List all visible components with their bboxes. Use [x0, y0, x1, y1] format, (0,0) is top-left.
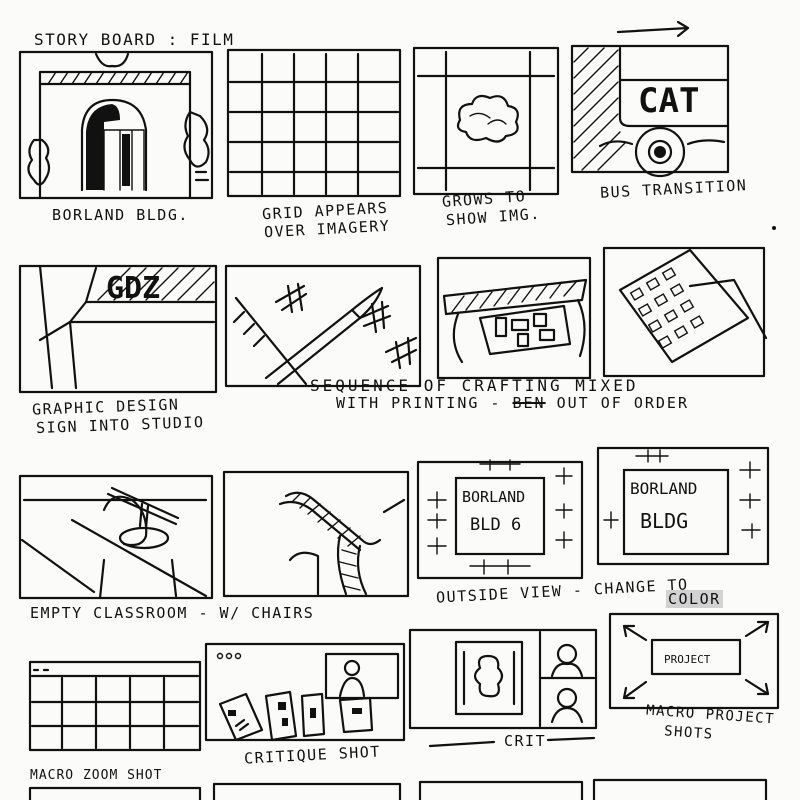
panel-bus-transition: CAT [570, 44, 730, 178]
caption-macro-zoom: MACRO ZOOM SHOT [30, 768, 163, 783]
panel-outside-view: BORLAND BLD 6 [416, 459, 584, 580]
building-sign-color-line2: BLDG [640, 509, 688, 533]
building-sign-color-line1: BORLAND [630, 479, 697, 498]
caption-sequence-line2: WITH PRINTING - ВЕN OUT OF ORDER [336, 394, 689, 413]
panel-outside-view-color: BORLAND BLDG [596, 446, 770, 566]
panel-printed-sheets [602, 246, 768, 378]
building-sign-line2: BLD 6 [470, 515, 521, 535]
panel-row5-partial [28, 778, 768, 800]
caption-empty-classroom: EMPTY CLASSROOM - W/ CHAIRS [30, 604, 315, 622]
caption-crit: CRIT [504, 732, 547, 750]
panel-critique-shot [204, 642, 406, 742]
panel-chair-closeup [222, 470, 410, 598]
panel-crit-split-screen [408, 628, 598, 730]
caption-borland-bldg: BORLAND BLDG. [52, 206, 189, 224]
panel-printing-press [436, 256, 592, 380]
crit-connector-line [428, 736, 596, 748]
page-title: STORY BOARD : FILM [34, 30, 235, 49]
panel-grows-to-show-image [412, 46, 560, 196]
caption-color: COLOR [666, 590, 723, 608]
direction-arrow-icon [616, 20, 690, 38]
panel-borland-building [18, 50, 214, 200]
caption-sequence-prefix: WITH PRINTING - [336, 394, 502, 412]
panel-grid-appears [226, 48, 402, 198]
bus-sign-text: CAT [638, 81, 699, 121]
studio-sign-text: GDZ [106, 271, 160, 306]
panel-crafting-knife [224, 264, 422, 388]
caption-macro-project-line2: SHOTS [663, 723, 715, 743]
panel-macro-zoom-screen [28, 660, 202, 752]
caption-sequence-line1: SEQUENCE OF CRAFTING MIXED [310, 376, 639, 395]
ink-dot [772, 226, 776, 230]
panel-empty-classroom [18, 474, 214, 600]
panel-macro-project: PROJECT [608, 612, 780, 710]
project-box-label: PROJECT [664, 653, 711, 666]
building-sign-line1: BORLAND [462, 488, 525, 506]
panel-graphic-design-sign: GDZ [18, 264, 218, 394]
caption-sequence-suffix: OUT OF ORDER [556, 394, 689, 412]
caption-sequence-struck: ВЕN [512, 394, 546, 412]
